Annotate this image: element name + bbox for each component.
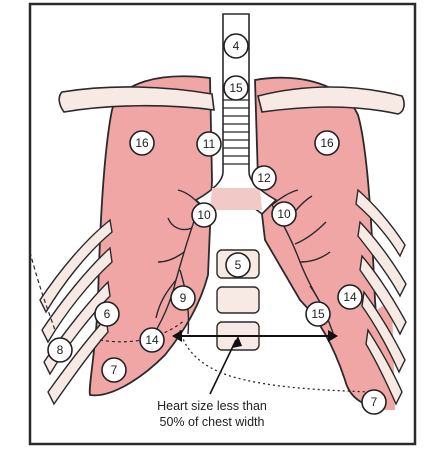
label-10-left-text: 10 bbox=[277, 207, 291, 221]
label-14-right-text: 14 bbox=[145, 333, 159, 347]
heart-border bbox=[179, 329, 371, 393]
label-7-right-text: 7 bbox=[111, 363, 118, 377]
label-15-heart-text: 15 bbox=[311, 307, 325, 321]
label-6: 6 bbox=[94, 301, 120, 327]
label-7-left: 7 bbox=[361, 389, 387, 415]
label-14-right: 14 bbox=[139, 327, 165, 353]
trachea bbox=[194, 13, 278, 216]
label-5-text: 5 bbox=[235, 258, 242, 272]
label-16-left-lung-text: 16 bbox=[320, 136, 334, 150]
label-16-right-lung-text: 16 bbox=[135, 136, 149, 150]
label-7-right: 7 bbox=[101, 357, 127, 383]
label-15-heart: 15 bbox=[305, 301, 331, 327]
label-12-text: 12 bbox=[257, 171, 271, 185]
label-16-left-lung: 16 bbox=[314, 130, 340, 156]
caption-line-1: Heart size less than bbox=[157, 399, 267, 413]
label-16-right-lung: 16 bbox=[129, 130, 155, 156]
caption-pointer bbox=[209, 339, 237, 395]
label-10-right-text: 10 bbox=[197, 208, 211, 222]
left-ribs bbox=[355, 188, 407, 406]
label-6-text: 6 bbox=[104, 307, 111, 321]
label-12: 12 bbox=[251, 165, 277, 191]
label-14-left-text: 14 bbox=[343, 290, 357, 304]
label-8: 8 bbox=[47, 337, 73, 363]
label-10-right: 10 bbox=[191, 202, 217, 228]
label-7-left-text: 7 bbox=[371, 395, 378, 409]
left-clavicle bbox=[257, 86, 405, 115]
label-10-left: 10 bbox=[271, 201, 297, 227]
label-11: 11 bbox=[196, 131, 222, 157]
label-4: 4 bbox=[223, 33, 249, 59]
label-4-text: 4 bbox=[233, 39, 240, 53]
label-14-left: 14 bbox=[337, 284, 363, 310]
right-clavicle bbox=[58, 86, 215, 113]
caption-pointer-head bbox=[232, 336, 242, 348]
heart-width-arrow bbox=[172, 330, 338, 342]
label-15-trachea-text: 15 bbox=[229, 81, 243, 95]
label-9: 9 bbox=[170, 285, 196, 311]
label-11-text: 11 bbox=[203, 137, 216, 151]
label-9-text: 9 bbox=[180, 291, 187, 305]
label-8-text: 8 bbox=[57, 343, 64, 357]
caption-line-2: 50% of chest width bbox=[160, 415, 265, 429]
label-5: 5 bbox=[225, 252, 251, 278]
label-15-trachea: 15 bbox=[223, 75, 249, 101]
